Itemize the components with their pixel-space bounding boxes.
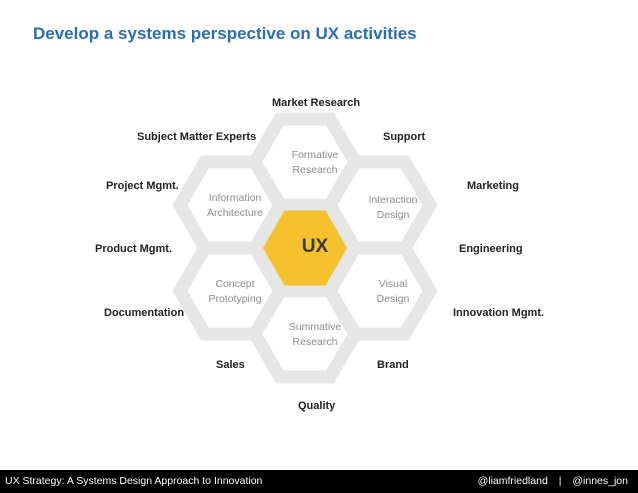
label-engineering: Engineering [459, 243, 523, 255]
label-documentation: Documentation [104, 307, 185, 319]
footer-handle-2: @innes_jon [572, 475, 628, 487]
hex-label-line: Research [292, 164, 338, 176]
footer-handles: @liamfriedland | @innes_jon [478, 475, 628, 487]
label-sales: Sales [216, 359, 245, 371]
label-quality: Quality [298, 400, 336, 412]
hex-label-line: Research [292, 336, 338, 348]
slide-title: Develop a systems perspective on UX acti… [33, 24, 417, 43]
hex-label-line: Prototyping [208, 293, 262, 305]
label-brand: Brand [377, 359, 409, 371]
hex-label-formative: Formative Research [270, 148, 360, 178]
label-subject-matter-experts: Subject Matter Experts [137, 131, 257, 143]
label-project-mgmt: Project Mgmt. [106, 180, 179, 192]
hex-label-line: Design [376, 293, 410, 305]
hex-label-line: Information [208, 192, 262, 204]
ux-label: UX [301, 236, 329, 257]
footer-title: UX Strategy: A Systems Design Approach t… [5, 475, 263, 487]
hex-label-interaction: Interaction Design [348, 193, 438, 223]
label-marketing: Marketing [467, 180, 519, 192]
hex-label-summative: Summative Research [270, 320, 360, 350]
footer-bar: UX Strategy: A Systems Design Approach t… [0, 470, 638, 493]
label-support: Support [383, 131, 426, 143]
hexagon-diagram [172, 112, 438, 384]
label-market-research: Market Research [272, 97, 361, 109]
hex-label-line: Interaction [368, 194, 418, 206]
hex-label-information: Information Architecture [190, 191, 280, 221]
hex-label-visual: Visual Design [348, 277, 438, 307]
hex-label-line: Concept [215, 278, 255, 290]
hex-summative-research [247, 284, 363, 384]
footer-separator: | [558, 475, 562, 487]
hex-label-line: Design [376, 209, 410, 221]
hex-label-line: Summative [288, 321, 342, 333]
hex-label-line: Formative [291, 149, 339, 161]
hex-label-concept: Concept Prototyping [190, 277, 280, 307]
label-innovation-mgmt: Innovation Mgmt. [453, 307, 545, 319]
hex-ux-center [257, 205, 353, 291]
label-product-mgmt: Product Mgmt. [95, 243, 172, 255]
footer-handle-1: @liamfriedland [477, 475, 548, 487]
hex-label-line: Architecture [206, 207, 264, 219]
hex-label-line: Visual [378, 278, 408, 290]
